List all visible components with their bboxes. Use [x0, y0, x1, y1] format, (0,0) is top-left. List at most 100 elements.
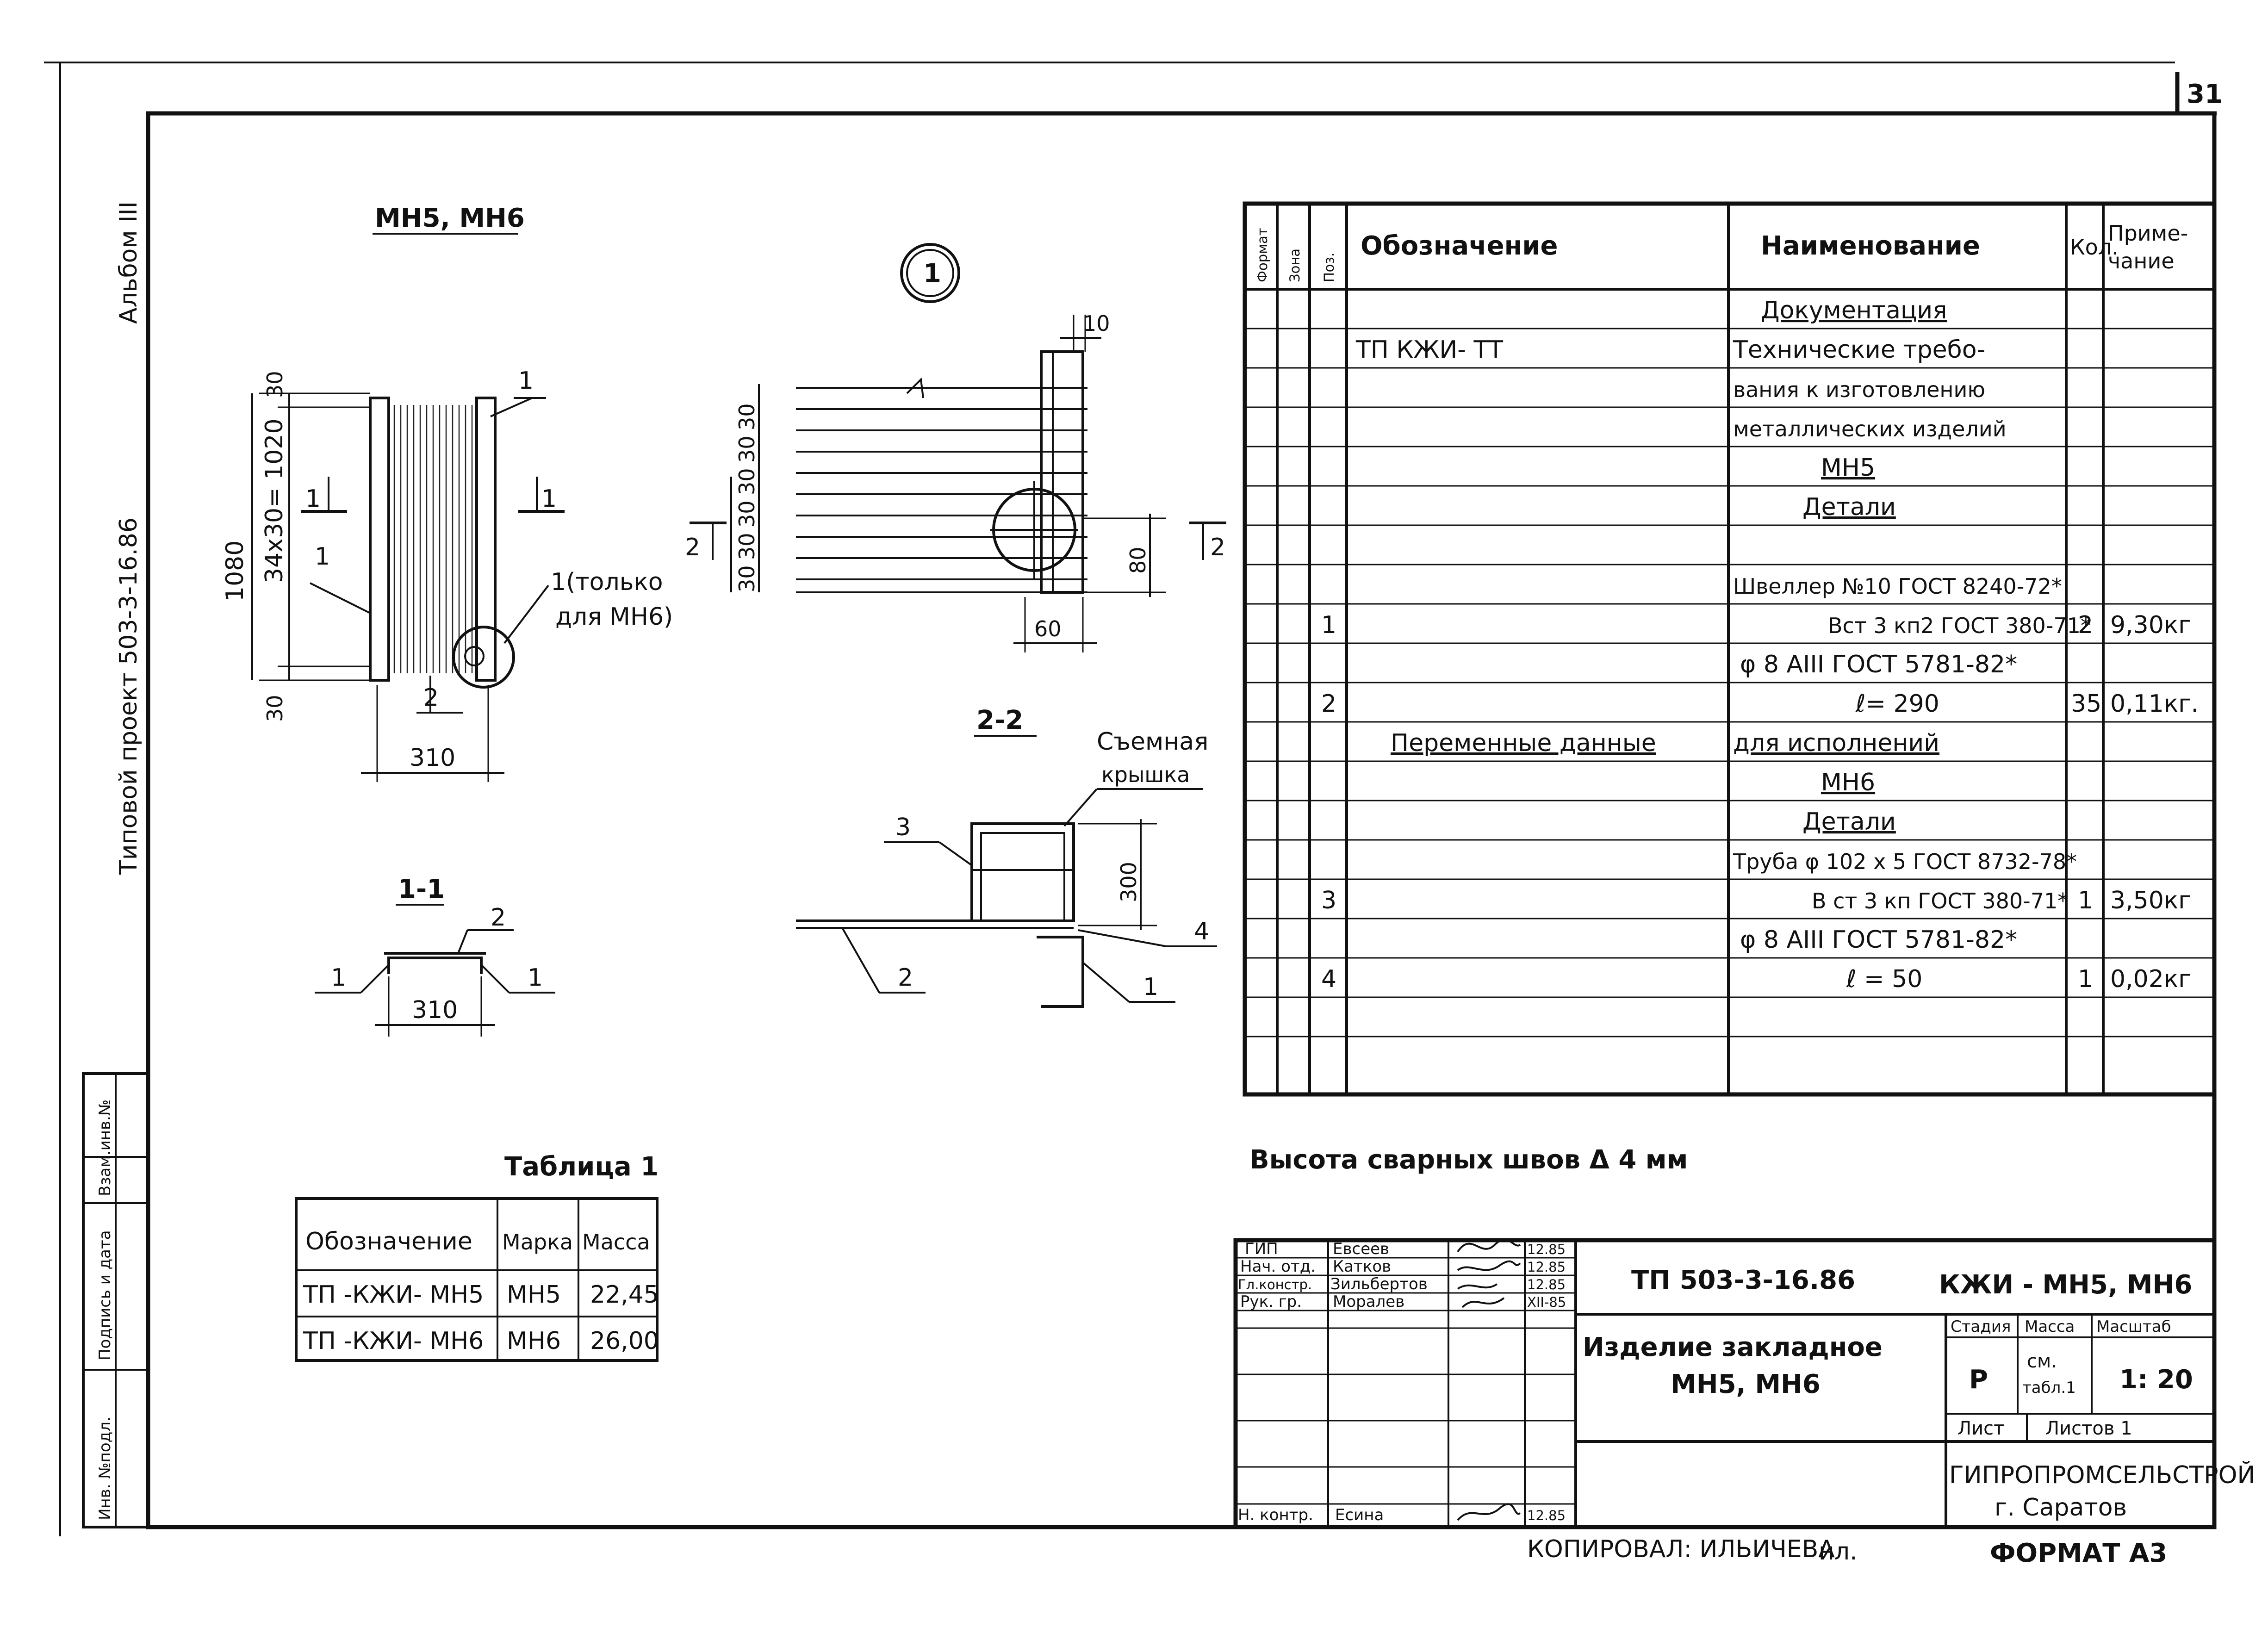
spec-row-9-pos: 1 — [1321, 611, 1336, 639]
sec22-pos3: 3 — [895, 814, 911, 841]
spec-hdr-note-2: чание — [2108, 248, 2175, 273]
sec22-pos1: 1 — [1143, 973, 1158, 1001]
spec-row-lines — [1245, 328, 2214, 1037]
tb-name-3: Зильбертов — [1330, 1275, 1428, 1293]
spec-row-9-note: 9,30кг — [2110, 611, 2191, 639]
section-1-1-title: 1-1 — [398, 874, 445, 904]
spec-row-2-name: Технические требо- — [1733, 336, 1985, 364]
spec-row-3-name: вания к изготовлению — [1733, 377, 1985, 402]
plan-title: МН5, МН6 — [375, 203, 525, 233]
dim-stack-5: 30 — [734, 533, 759, 560]
spec-row-5-name: МН5 — [1821, 454, 1875, 482]
spec-row-8-name: Швеллер №10 ГОСТ 8240-72* — [1733, 574, 2062, 599]
spec-hdr-name: Наименование — [1761, 231, 1980, 261]
plan-pos-1-top: 1 — [518, 367, 534, 395]
tb-name-2: Катков — [1333, 1257, 1391, 1276]
tb-mass-hdr: Масса — [2025, 1317, 2075, 1336]
tb-name-1: Евсеев — [1333, 1240, 1389, 1258]
table-1-title: Таблица 1 — [504, 1152, 659, 1182]
spec-hdr-designation: Обозначение — [1361, 231, 1558, 261]
table-1-hdr-designation: Обозначение — [305, 1228, 472, 1255]
tb-stage: Р — [1969, 1365, 1988, 1395]
dim-stack-3: 30 — [734, 468, 759, 495]
tb-role-5: Н. контр. — [1238, 1506, 1313, 1524]
tb-scale-hdr: Масштаб — [2096, 1317, 2171, 1336]
section-2-2: 2-2 Съемная крышка 3 2 4 1 300 — [796, 705, 1217, 1008]
tb-name-4: Моралев — [1333, 1292, 1404, 1311]
spec-row-18-pos: 4 — [1321, 965, 1336, 993]
plan-view: МН5, МН6 1080 34x30 — [221, 203, 673, 782]
section-1-1: 1-1 1 1 2 310 — [315, 874, 555, 1037]
tb-role-3: Гл.констр. — [1238, 1277, 1312, 1292]
dim-10: 10 — [1083, 311, 1110, 336]
tb-code: ТП 503-3-16.86 — [1631, 1265, 1855, 1295]
tb-sheet-hdr: Лист — [1957, 1418, 2004, 1439]
spec-table: Формат Зона Поз. Обозначение Наименовани… — [1243, 201, 2217, 1097]
tb-mass-line1: см. — [2027, 1351, 2057, 1372]
tb-stage-hdr: Стадия — [1951, 1317, 2011, 1336]
section-1-mark-left: 1 — [305, 485, 321, 513]
spec-row-13-name: МН6 — [1821, 769, 1875, 796]
sidebar-cell-inv: Инв. №подл. — [96, 1416, 114, 1520]
table-1-row-1-mark: МН5 — [507, 1281, 561, 1309]
spec-hdr-qty: Кол. — [2070, 235, 2119, 260]
dim-310-sec: 310 — [412, 996, 458, 1024]
section-2-mark-left: 2 — [685, 534, 700, 561]
page-number: 31 — [2187, 79, 2223, 109]
spec-hdr-note-1: Приме- — [2108, 221, 2188, 246]
spec-row-4-name: металлических изделий — [1733, 416, 2007, 441]
table-1-row-2-mass: 26,00 — [590, 1327, 659, 1355]
dim-30-bot: 30 — [262, 695, 287, 722]
dim-stack-2: 30 — [734, 435, 759, 463]
section-2-mark-right: 2 — [1210, 534, 1225, 561]
tb-mass-line2: табл.1 — [2022, 1379, 2076, 1397]
project-label: Типовой проект 503-3-16.86 — [115, 517, 143, 875]
spec-row-12-name: для исполнений — [1733, 729, 1939, 757]
sec22-pos4: 4 — [1194, 918, 1209, 945]
spec-row-16-note: 3,50кг — [2110, 887, 2191, 914]
tb-date-3: 12.85 — [1527, 1277, 1566, 1292]
album-label: Альбом III — [115, 201, 143, 324]
tb-date-2: 12.85 — [1527, 1259, 1566, 1275]
dim-30-top: 30 — [262, 371, 287, 398]
table-1: Таблица 1 Обозначение Марка Масса ТП -КЖ… — [295, 1152, 659, 1362]
spec-row-12-des: Переменные данные — [1391, 729, 1656, 757]
tb-item-line1: Изделие закладное — [1583, 1332, 1883, 1362]
spec-row-9-qty: 2 — [2078, 611, 2093, 639]
spec-row-16-qty: 1 — [2078, 887, 2093, 914]
copied-by: КОПИРОВАЛ: ИЛЬИЧЕВА — [1527, 1535, 1835, 1563]
weld-note: Высота сварных швов Δ 4 мм — [1249, 1145, 1688, 1175]
tb-role-1: ГИП — [1245, 1240, 1278, 1258]
spec-row-11-note: 0,11кг. — [2110, 690, 2199, 718]
spec-row-11-pos: 2 — [1321, 690, 1336, 718]
tb-name-5: Есина — [1335, 1506, 1384, 1524]
tb-scale: 1: 20 — [2119, 1365, 2193, 1395]
tb-date-1: 12.85 — [1527, 1242, 1566, 1257]
dim-300: 300 — [1116, 862, 1141, 902]
spec-hdr-zone: Зона — [1287, 248, 1303, 282]
plan-pos-1-left: 1 — [315, 543, 330, 571]
dim-34x30: 34x30= 1020 — [261, 418, 288, 583]
spec-row-10-name: φ 8 АIII ГОСТ 5781-82* — [1740, 651, 2017, 678]
spec-row-16-pos: 3 — [1321, 887, 1336, 914]
spec-row-15-name: Труба φ 102 х 5 ГОСТ 8732-78* — [1733, 849, 2077, 874]
title-block-rows — [1236, 1257, 1576, 1505]
table-1-hdr-mark: Марка — [502, 1230, 573, 1255]
section-1-mark-right: 1 — [541, 485, 557, 513]
sidebar-cell-repl: Взам.инв.№ — [96, 1100, 114, 1196]
tb-org-line2: г. Саратов — [1995, 1494, 2127, 1522]
spec-row-11-qty: 35 — [2071, 690, 2101, 718]
lid-line1: Съемная — [1097, 728, 1208, 756]
format-label: ФОРМАТ А3 — [1990, 1538, 2167, 1568]
dim-stack-1: 30 — [734, 403, 759, 430]
spec-row-18-note: 0,02кг — [2110, 965, 2191, 993]
dim-60: 60 — [1034, 616, 1062, 641]
spec-row-16-name: В ст 3 кп ГОСТ 380-71* — [1812, 888, 2068, 913]
tb-code-right: КЖИ - МН5, МН6 — [1939, 1270, 2192, 1300]
tb-sheets-hdr: Листов 1 — [2045, 1418, 2132, 1439]
bars-hatch — [393, 405, 473, 673]
sec11-pos2: 2 — [491, 904, 506, 932]
tb-role-4: Рук. гр. — [1240, 1292, 1302, 1311]
table-1-hdr-mass: Масса — [582, 1230, 650, 1255]
